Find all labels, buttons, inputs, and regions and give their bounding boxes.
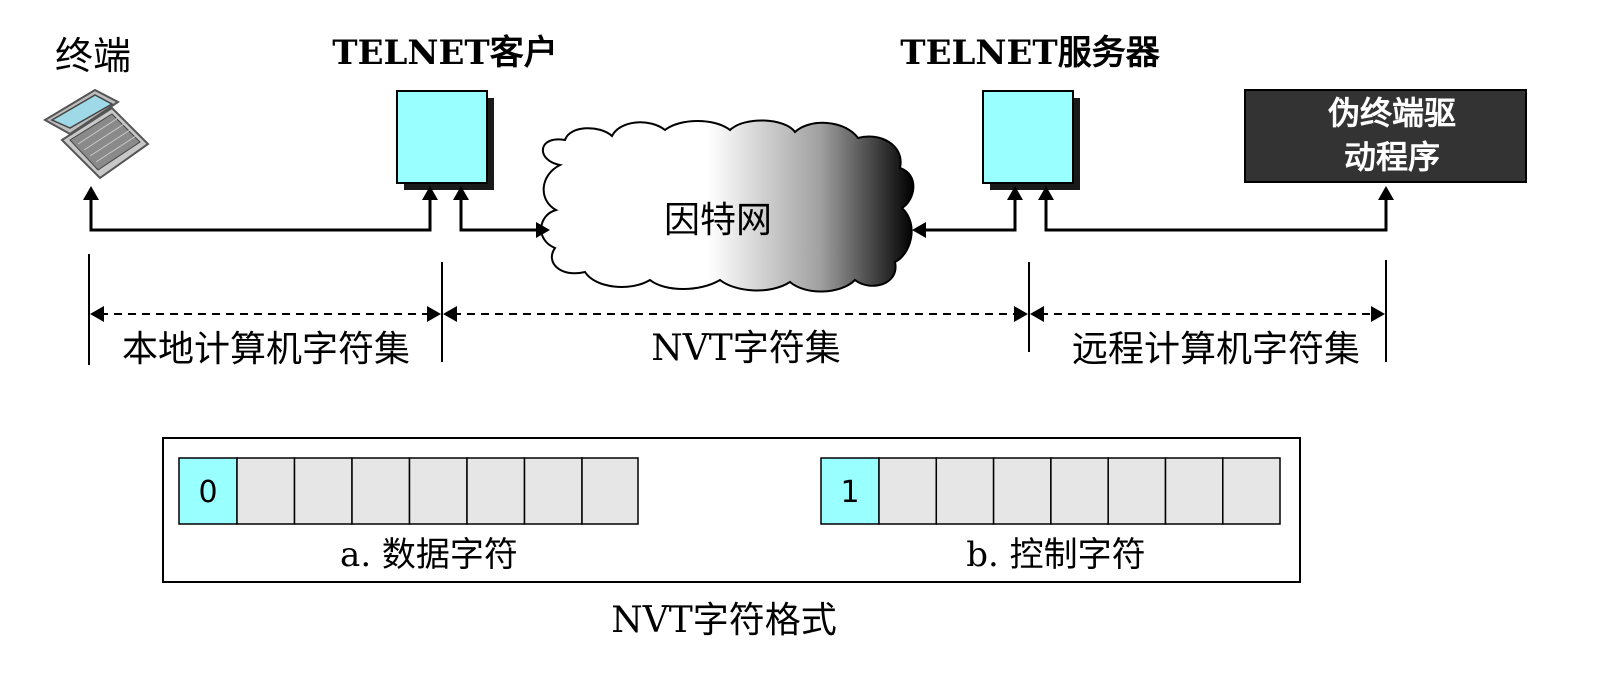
control-char-cells: 1	[820, 457, 1281, 525]
nvt-charset-label: NVT字符集	[651, 328, 841, 369]
internet-label: 因特网	[664, 200, 772, 241]
data-char-first-bit: 0	[198, 475, 217, 510]
data-char-cell-2	[293, 457, 353, 525]
data-char-cell-6	[523, 457, 583, 525]
data-char-cell-3	[351, 457, 411, 525]
control-char-cell-2	[935, 457, 995, 525]
data-char-caption: a. 数据字符	[340, 535, 518, 575]
data-char-cell-1	[236, 457, 296, 525]
remote-charset-label: 远程计算机字符集	[1072, 329, 1360, 370]
control-char-cell-4	[1050, 457, 1109, 525]
control-char-cell-3	[992, 457, 1052, 525]
control-char-cell-7	[1222, 457, 1281, 525]
control-char-cell-6	[1164, 457, 1224, 525]
telnet-server-box	[982, 90, 1074, 184]
control-char-cell-1	[878, 457, 938, 525]
pseudo-terminal-driver-box: 伪终端驱 动程序	[1244, 89, 1527, 183]
data-char-cell-7	[581, 457, 639, 525]
format-title: NVT字符格式	[611, 600, 837, 641]
driver-label-line1: 伪终端驱	[1328, 94, 1456, 132]
data-char-cells: 0	[178, 457, 639, 525]
telnet-client-label: TELNET客户	[332, 33, 557, 73]
connection-internet-server	[912, 186, 1023, 238]
control-char-first-bit: 1	[840, 475, 859, 510]
internet-cloud: 因特网	[540, 119, 915, 293]
connection-server-driver	[1038, 186, 1394, 232]
charset-ranges	[88, 254, 1387, 365]
control-char-caption: b. 控制字符	[966, 535, 1145, 575]
telnet-server-label: TELNET服务器	[900, 33, 1160, 73]
control-char-cell-5	[1107, 457, 1167, 525]
control-char-cell-0	[820, 457, 880, 525]
connection-terminal-client	[83, 186, 438, 232]
data-char-cell-4	[408, 457, 468, 525]
data-char-cell-5	[466, 457, 526, 525]
connection-client-internet	[453, 186, 550, 238]
laptop-icon	[43, 88, 150, 180]
terminal-label: 终端	[55, 34, 131, 78]
driver-label-line2: 动程序	[1344, 138, 1440, 176]
local-charset-label: 本地计算机字符集	[122, 329, 410, 370]
telnet-client-box	[396, 90, 488, 184]
